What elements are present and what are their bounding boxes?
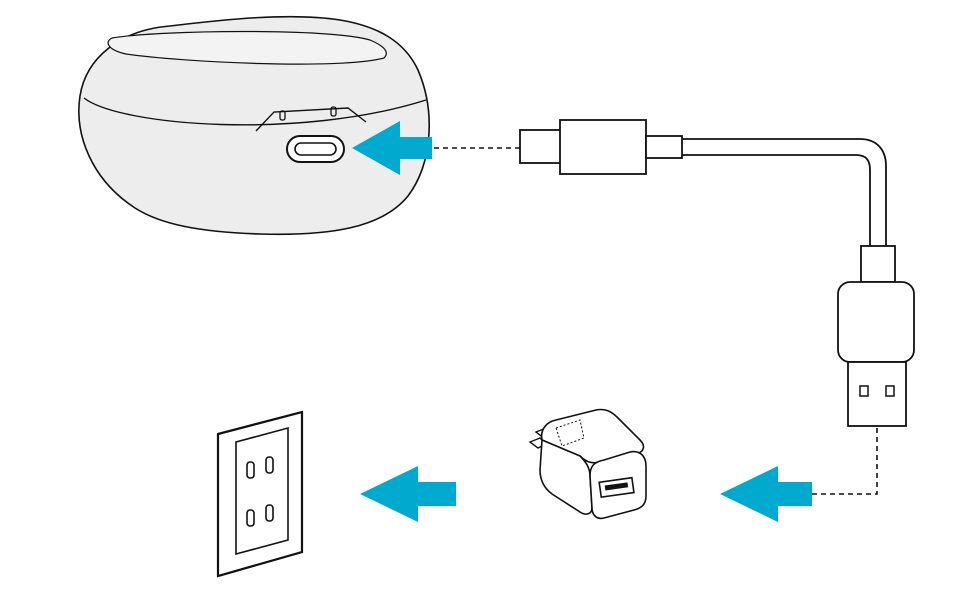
cable-usb-c: [519, 129, 563, 164]
cable-usb-a: [847, 361, 907, 427]
case-led-right: [330, 106, 337, 117]
wall-outlet-icon: [216, 410, 304, 578]
outlet-plate-inner: [235, 426, 289, 556]
cable-cord-outer: [682, 138, 887, 248]
case-lid-line: [83, 97, 427, 126]
cable-cord-inner: [682, 154, 871, 248]
adapter-label-panel: [555, 419, 585, 447]
adapter-top-face: [540, 408, 645, 464]
cable-usb-a-body: [837, 281, 915, 363]
outlet-slot-upper-left: [246, 461, 255, 479]
outlet-slot-lower-left: [246, 509, 255, 527]
cable-usb-c-strain-relief: [645, 135, 683, 159]
outlet-slot-upper-right: [265, 456, 274, 474]
dashed-connector-usb-a: [812, 428, 878, 495]
arrow-into-case: [352, 121, 432, 175]
arrow-into-outlet: [360, 466, 456, 522]
cable-usb-a-slot-left: [859, 385, 869, 397]
adapter-left-face: [539, 438, 593, 515]
outlet-slot-lower-right: [265, 504, 274, 522]
case-lid-top: [107, 30, 387, 65]
cable-usb-a-strain-relief: [860, 245, 896, 283]
usb-wall-adapter-icon: [528, 408, 647, 520]
earbuds-charging-case-icon: [78, 15, 430, 236]
case-led-left: [279, 110, 286, 121]
case-hinge-notch: [255, 107, 367, 132]
cable-usb-c-body: [559, 119, 647, 175]
cable-usb-a-slot-right: [885, 385, 895, 397]
arrow-into-adapter: [720, 466, 812, 522]
case-usb-c-port-inner: [294, 142, 337, 156]
adapter-usb-port-tongue: [604, 482, 629, 491]
usb-c-to-usb-a-cable-icon: [519, 119, 915, 427]
